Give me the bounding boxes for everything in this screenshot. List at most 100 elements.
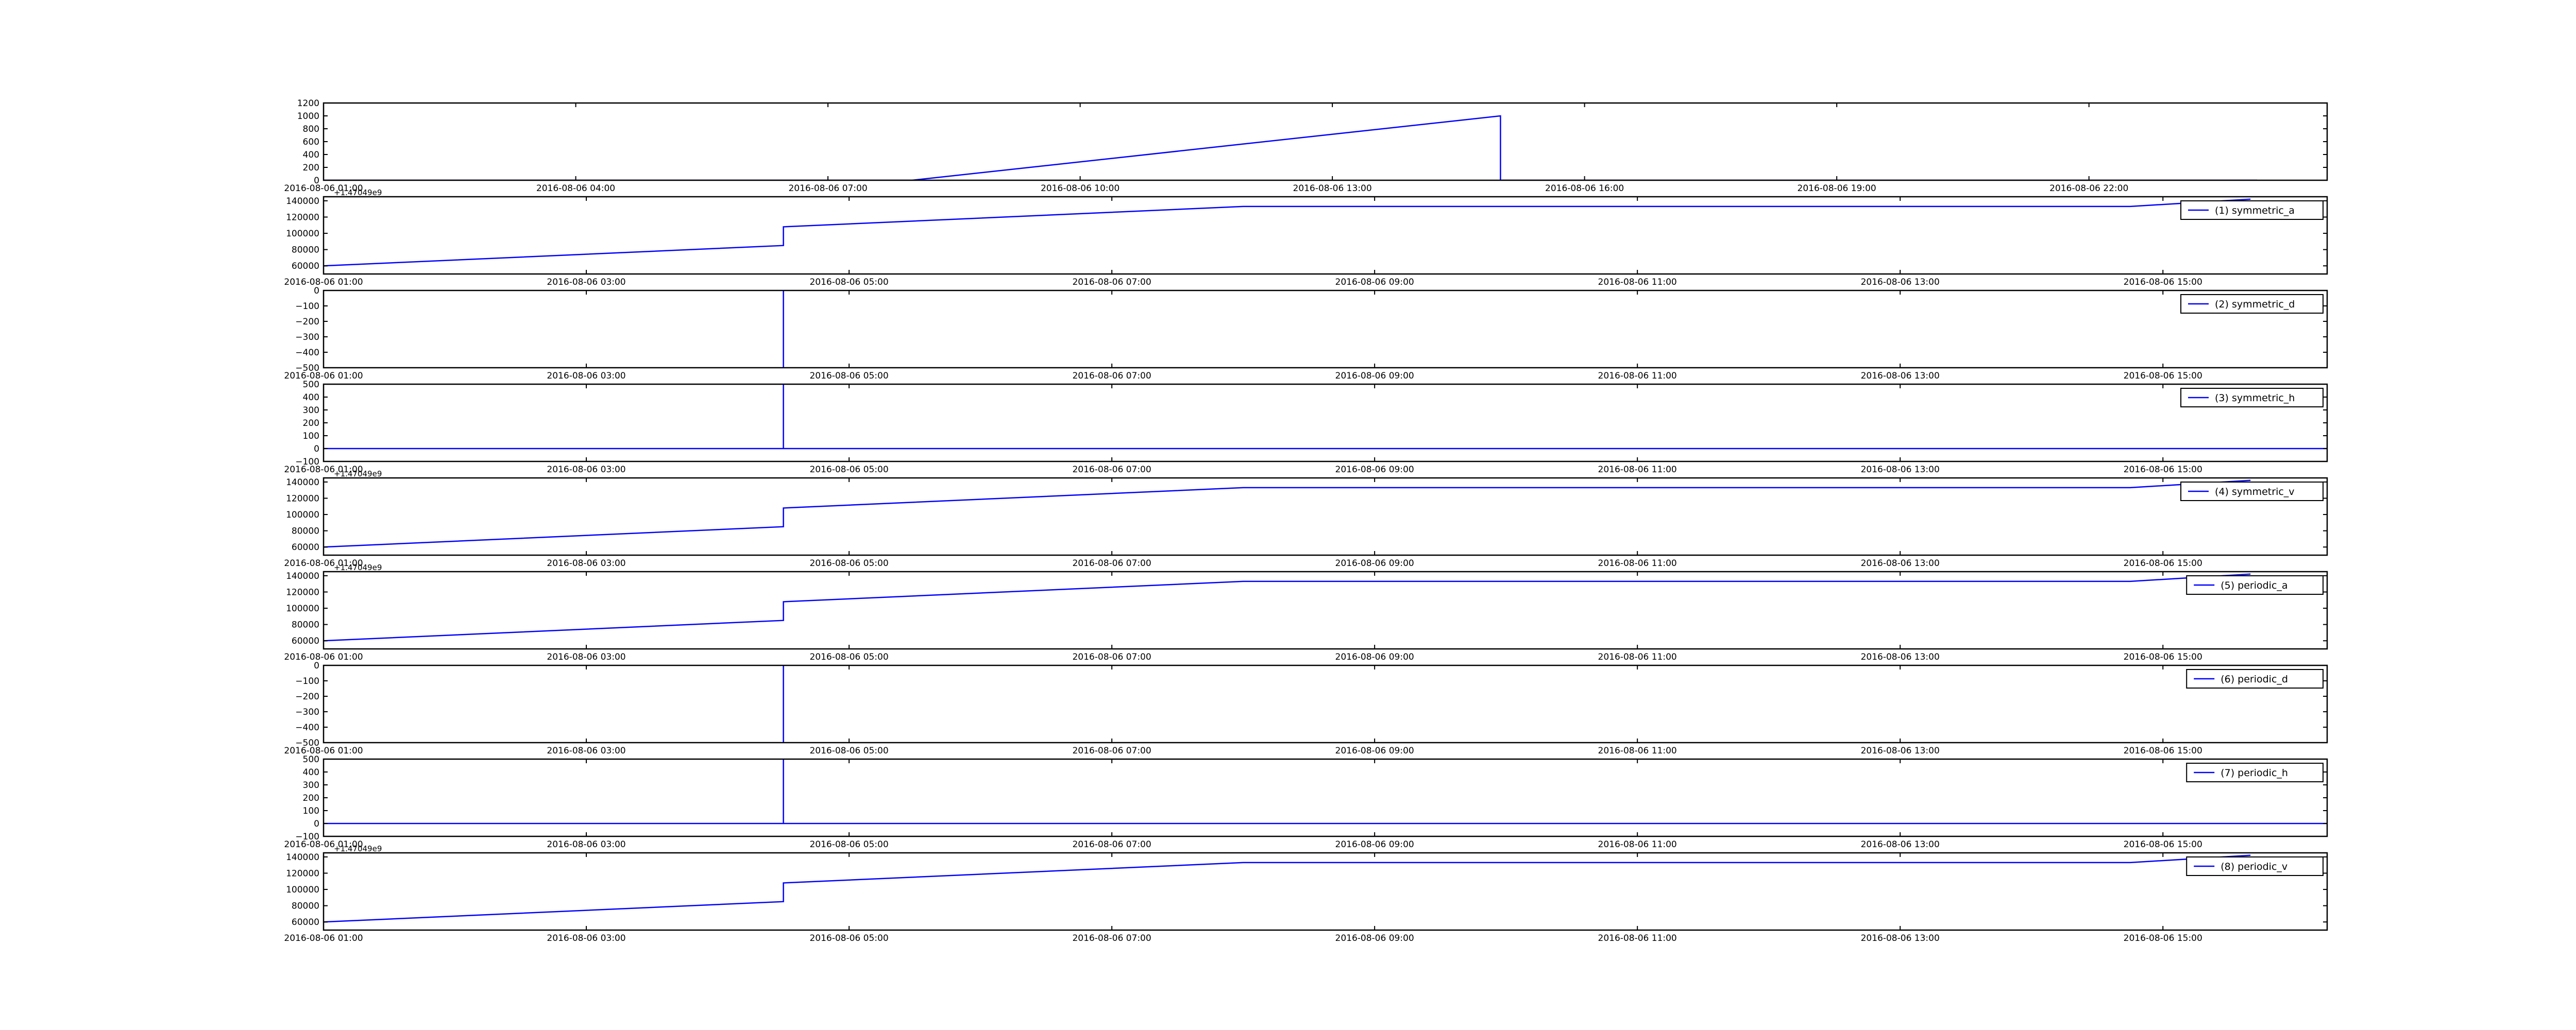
x-tick-label: 2016-08-06 03:00	[547, 652, 625, 662]
y-tick-label: 200	[303, 793, 319, 803]
legend-label: (1) symmetric_a	[2215, 205, 2295, 216]
offset-label: +1.47049e9	[334, 188, 382, 197]
x-tick-label: 2016-08-06 03:00	[547, 371, 625, 381]
y-tick-label: 300	[303, 780, 319, 791]
y-tick-label: 140000	[286, 571, 319, 581]
y-tick-label: 400	[303, 150, 319, 160]
y-tick-label: 120000	[286, 868, 319, 879]
y-tick-label: 80000	[292, 620, 319, 630]
x-tick-label: 2016-08-06 03:00	[547, 558, 625, 569]
x-tick-label: 2016-08-06 13:00	[1861, 465, 1940, 475]
x-tick-label: 2016-08-06 13:00	[1861, 746, 1940, 756]
x-tick-label: 2016-08-06 11:00	[1598, 746, 1677, 756]
x-tick-label: 2016-08-06 09:00	[1335, 746, 1414, 756]
x-tick-label: 2016-08-06 22:00	[2049, 183, 2128, 194]
x-tick-label: 2016-08-06 07:00	[1072, 839, 1151, 850]
x-tick-label: 2016-08-06 01:00	[284, 746, 363, 756]
axes-frame	[323, 102, 2328, 181]
y-tick-label: 500	[303, 380, 319, 390]
legend-box	[2180, 482, 2324, 501]
offset-label: +1.47049e9	[334, 844, 382, 853]
axes-frame	[323, 852, 2328, 931]
x-tick-label: 2016-08-06 03:00	[547, 465, 625, 475]
y-tick-label: −200	[295, 692, 319, 702]
y-tick-label: 0	[314, 286, 319, 296]
y-tick-label: 100000	[286, 604, 319, 614]
x-tick-label: 2016-08-06 11:00	[1598, 371, 1677, 381]
x-tick-label: 2016-08-06 07:00	[1072, 558, 1151, 569]
y-tick-label: 400	[303, 767, 319, 778]
legend-label: (5) periodic_a	[2221, 580, 2287, 591]
x-tick-label: 2016-08-06 13:00	[1861, 277, 1940, 287]
x-tick-label: 2016-08-06 07:00	[1072, 465, 1151, 475]
legend-label: (2) symmetric_d	[2215, 299, 2295, 310]
y-tick-label: 100	[303, 806, 319, 816]
x-tick-label: 2016-08-06 09:00	[1335, 839, 1414, 850]
legend: (5) periodic_a	[2186, 575, 2324, 595]
series-line-1	[324, 115, 2257, 180]
series-line-4-symmetric-v	[324, 479, 2251, 548]
x-tick-label: 2016-08-06 01:00	[284, 277, 363, 287]
y-tick-label: 120000	[286, 493, 319, 504]
offset-label: +1.47049e9	[334, 563, 382, 572]
x-tick-label: 2016-08-06 05:00	[809, 652, 888, 662]
y-tick-label: 140000	[286, 852, 319, 863]
x-tick-label: 2016-08-06 15:00	[2124, 839, 2202, 850]
x-tick-label: 2016-08-06 11:00	[1598, 277, 1677, 287]
y-tick-label: −100	[295, 301, 319, 312]
y-tick-label: 60000	[292, 261, 319, 271]
y-tick-label: −300	[295, 707, 319, 717]
x-tick-label: 2016-08-06 09:00	[1335, 277, 1414, 287]
y-tick-label: −100	[295, 457, 319, 467]
x-tick-label: 2016-08-06 01:00	[284, 933, 363, 943]
axes-frame	[323, 383, 2328, 462]
legend: (4) symmetric_v	[2180, 482, 2324, 501]
y-tick-label: 100000	[286, 885, 319, 895]
x-tick-label: 2016-08-06 11:00	[1598, 558, 1677, 569]
y-tick-label: −100	[295, 832, 319, 842]
x-tick-label: 2016-08-06 11:00	[1598, 933, 1677, 943]
legend-label: (6) periodic_d	[2221, 674, 2288, 685]
y-tick-label: −100	[295, 676, 319, 686]
x-tick-label: 2016-08-06 07:00	[1072, 746, 1151, 756]
y-tick-label: 80000	[292, 901, 319, 912]
y-tick-label: 0	[314, 661, 319, 671]
x-tick-label: 2016-08-06 15:00	[2124, 465, 2202, 475]
x-tick-label: 2016-08-06 13:00	[1293, 183, 1371, 194]
x-tick-label: 2016-08-06 03:00	[547, 277, 625, 287]
axes-frame	[323, 571, 2328, 650]
legend: (7) periodic_h	[2186, 763, 2324, 782]
series-line-1-symmetric-a	[324, 198, 2251, 267]
x-tick-label: 2016-08-06 01:00	[284, 652, 363, 662]
y-tick-label: 140000	[286, 196, 319, 207]
x-tick-label: 2016-08-06 07:00	[1072, 652, 1151, 662]
axes-frame	[323, 664, 2328, 744]
x-tick-label: 2016-08-06 05:00	[809, 277, 888, 287]
axes-frame	[323, 477, 2328, 556]
y-tick-label: 500	[303, 754, 319, 765]
y-tick-label: 80000	[292, 526, 319, 537]
x-tick-label: 2016-08-06 05:00	[809, 558, 888, 569]
x-tick-label: 2016-08-06 13:00	[1861, 839, 1940, 850]
x-tick-label: 2016-08-06 05:00	[809, 839, 888, 850]
x-tick-label: 2016-08-06 11:00	[1598, 652, 1677, 662]
x-tick-label: 2016-08-06 01:00	[284, 465, 363, 475]
y-tick-label: 0	[314, 819, 319, 829]
legend: (8) periodic_v	[2186, 856, 2324, 876]
axes-frame	[323, 196, 2328, 275]
x-tick-label: 2016-08-06 09:00	[1335, 558, 1414, 569]
y-tick-label: −400	[295, 723, 319, 733]
x-tick-label: 2016-08-06 15:00	[2124, 746, 2202, 756]
y-tick-label: 120000	[286, 212, 319, 222]
y-tick-label: −200	[295, 317, 319, 327]
y-tick-label: 60000	[292, 542, 319, 553]
x-tick-label: 2016-08-06 15:00	[2124, 371, 2202, 381]
x-tick-label: 2016-08-06 01:00	[284, 183, 363, 194]
y-tick-label: 100000	[286, 510, 319, 520]
x-tick-label: 2016-08-06 09:00	[1335, 371, 1414, 381]
x-tick-label: 2016-08-06 13:00	[1861, 933, 1940, 943]
